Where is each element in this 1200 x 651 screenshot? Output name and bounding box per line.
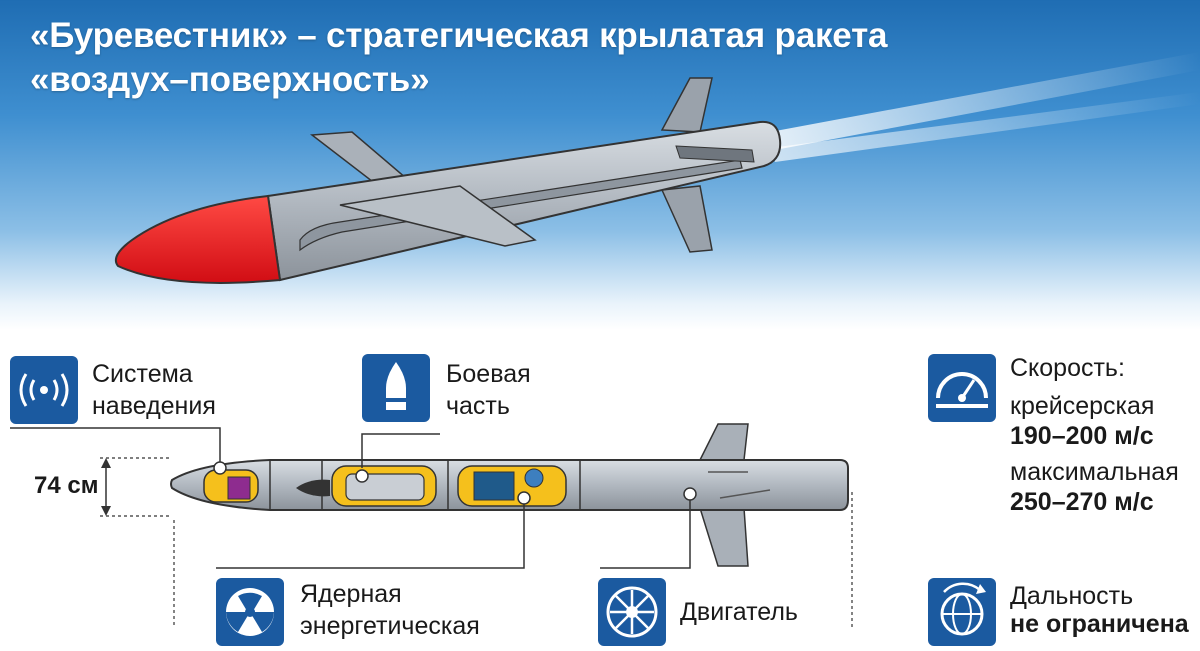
range-icon-box	[928, 578, 996, 646]
exhaust-trail	[770, 52, 1200, 162]
nuclear-label: Ядерная энергетическая	[300, 578, 480, 642]
globe-icon	[940, 582, 986, 636]
nuclear-label-line-1: Ядерная	[300, 580, 402, 608]
speed-heading: Скорость:	[1010, 354, 1125, 382]
speed-cruise-label: крейсерская	[1010, 392, 1155, 420]
warhead-label-line-2: часть	[446, 392, 510, 420]
speed-max-value: 250–270 м/с	[1010, 488, 1154, 516]
speed-max-label: максимальная	[1010, 458, 1179, 486]
flying-missile	[114, 77, 782, 284]
range-value: не ограничена	[1010, 610, 1189, 638]
radiation-icon	[226, 588, 274, 636]
speedometer-icon	[936, 372, 988, 408]
title-line-2: «воздух–поверхность»	[30, 60, 430, 99]
range-heading: Дальность	[1010, 582, 1134, 610]
warhead-icon-box	[362, 354, 430, 422]
speed-icon-box	[928, 354, 996, 422]
radio-signal-icon	[19, 373, 69, 407]
diameter-label: 74 см	[34, 472, 99, 499]
missile-illustration	[10, 52, 1200, 628]
guidance-icon-box	[10, 356, 78, 424]
nuclear-icon-box	[216, 578, 284, 646]
guidance-label-line-2: наведения	[92, 392, 216, 420]
nuclear-label-line-2: энергетическая	[300, 612, 480, 640]
page-title: «Буревестник» – стратегическая крылатая …	[30, 14, 888, 102]
engine-icon-box	[598, 578, 666, 646]
warhead-label-line-1: Боевая	[446, 360, 531, 388]
speed-cruise-value: 190–200 м/с	[1010, 422, 1154, 450]
engine-label: Двигатель	[680, 598, 798, 626]
guidance-label-line-1: Система	[92, 360, 193, 388]
warhead-icon	[384, 362, 408, 410]
cutaway-missile	[10, 423, 853, 628]
warhead-label: Боевая часть	[446, 358, 531, 422]
title-line-1: «Буревестник» – стратегическая крылатая …	[30, 16, 888, 55]
turbine-icon	[606, 586, 658, 638]
guidance-label: Система наведения	[92, 358, 216, 422]
